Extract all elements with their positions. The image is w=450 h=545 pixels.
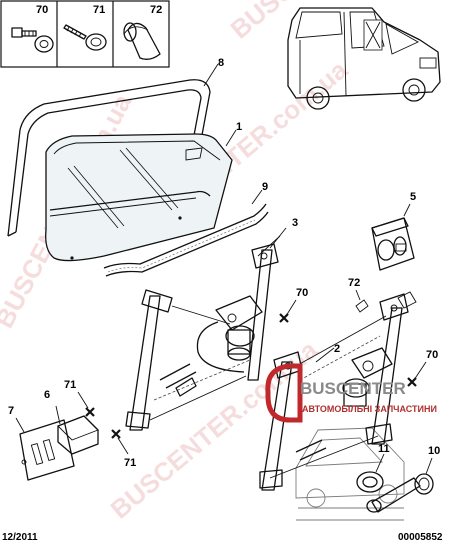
- fastener-boxes: 70 71 72: [0, 0, 170, 68]
- buscenter-logo: BUSCENTER АВТОМОБІЛЬНІ ЗАПЧАСТИНИ: [265, 363, 437, 423]
- footer-reference: 00005852: [398, 532, 443, 543]
- box-71-label: 71: [93, 4, 105, 16]
- callout-71a: 71: [64, 379, 76, 391]
- screw-icon: [63, 24, 107, 51]
- part-2-window-regulator: 2: [259, 291, 417, 491]
- fastener-marker-71b: 71: [111, 429, 136, 469]
- fastener-marker-70a: 70: [279, 287, 308, 323]
- part-10-winding-handle: 10: [366, 445, 440, 513]
- callout-6: 6: [44, 389, 50, 401]
- callout-9: 9: [262, 181, 268, 193]
- footer-date: 12/2011: [2, 532, 38, 543]
- box-72-label: 72: [150, 4, 162, 16]
- callout-2: 2: [334, 343, 340, 355]
- part-8-run-channel: 8: [7, 57, 224, 237]
- rear-cab-thumbnail: [295, 427, 405, 521]
- regulator-motor-icon: [215, 295, 263, 361]
- box-70-label: 70: [36, 4, 48, 16]
- callout-1: 1: [236, 121, 242, 133]
- watermark-layer: BUSCENTER.com.ua BUSCENTER.com.ua BUSCEN…: [0, 0, 443, 525]
- callout-72: 72: [348, 277, 360, 289]
- callout-70a: 70: [296, 287, 308, 299]
- part-1-door-glass: 1: [45, 121, 242, 262]
- callout-3: 3: [292, 217, 298, 229]
- part-7-switch-panel: 7: [8, 405, 75, 481]
- callout-71b: 71: [124, 457, 136, 469]
- part-72-small-cap: 72: [348, 277, 369, 313]
- regulator-motor-2-icon: [342, 347, 393, 407]
- callout-7: 7: [8, 405, 14, 417]
- fastener-marker-71a: 71: [64, 379, 95, 417]
- part-6-connector: 6: [44, 389, 99, 455]
- bolt-washer-icon: [11, 27, 54, 53]
- fastener-marker-70b: 70: [407, 349, 438, 387]
- part-9-seal-strip: 9: [103, 181, 269, 277]
- callout-70b: 70: [426, 349, 438, 361]
- part-5-window-switch: 5: [371, 191, 416, 271]
- callout-8: 8: [218, 57, 224, 69]
- grommet-cap-icon: [123, 22, 161, 60]
- callout-10: 10: [428, 445, 440, 457]
- logo-subtitle-text: АВТОМОБІЛЬНІ ЗАПЧАСТИНИ: [302, 404, 437, 414]
- part-3-window-regulator: 3: [125, 217, 298, 431]
- callout-11: 11: [378, 443, 390, 455]
- part-11-handle-base: 11: [356, 443, 390, 493]
- logo-brand-text: BUSCENTER: [300, 379, 406, 398]
- fastener-box-frame: [0, 0, 170, 68]
- van-thumbnail: [287, 7, 441, 110]
- callout-5: 5: [410, 191, 416, 203]
